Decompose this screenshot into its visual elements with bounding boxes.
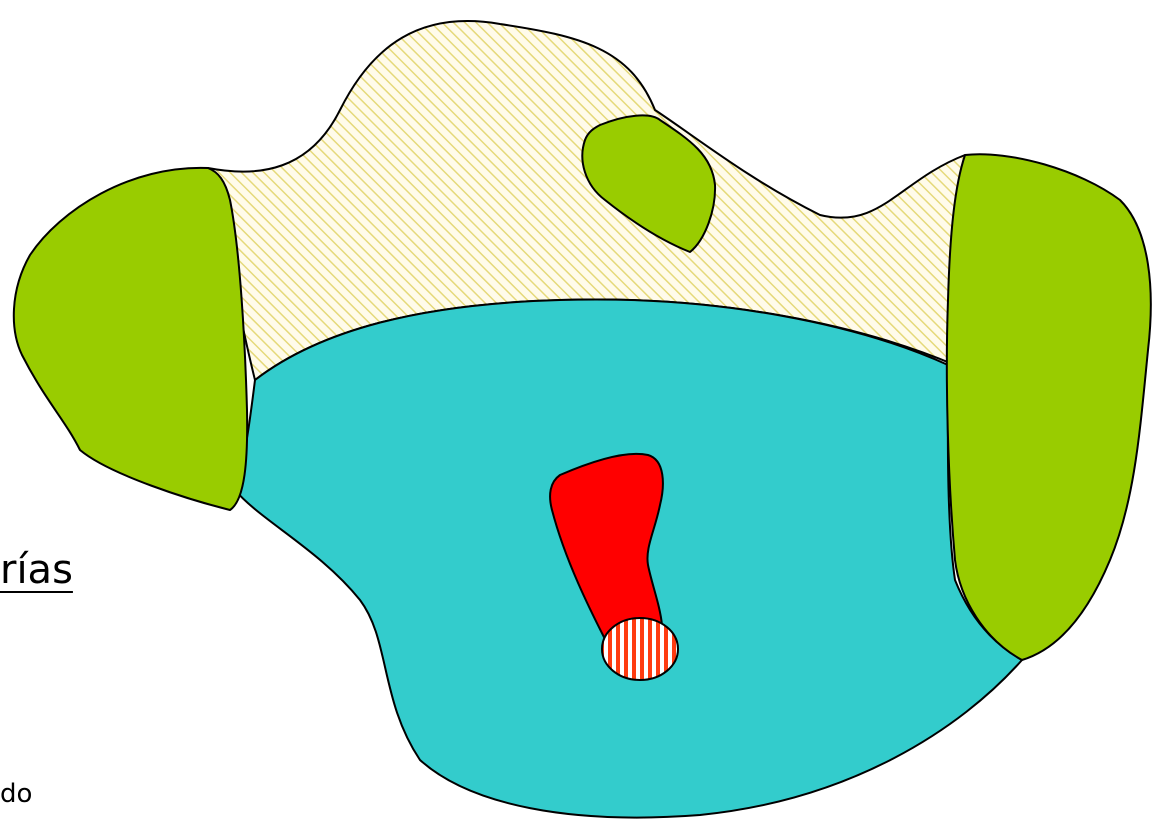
striped-oval bbox=[602, 618, 678, 680]
partial-heading-text: rías bbox=[0, 546, 73, 594]
left-green-region bbox=[14, 168, 247, 510]
right-green-region bbox=[947, 154, 1151, 660]
partial-body-text: do bbox=[0, 778, 32, 810]
